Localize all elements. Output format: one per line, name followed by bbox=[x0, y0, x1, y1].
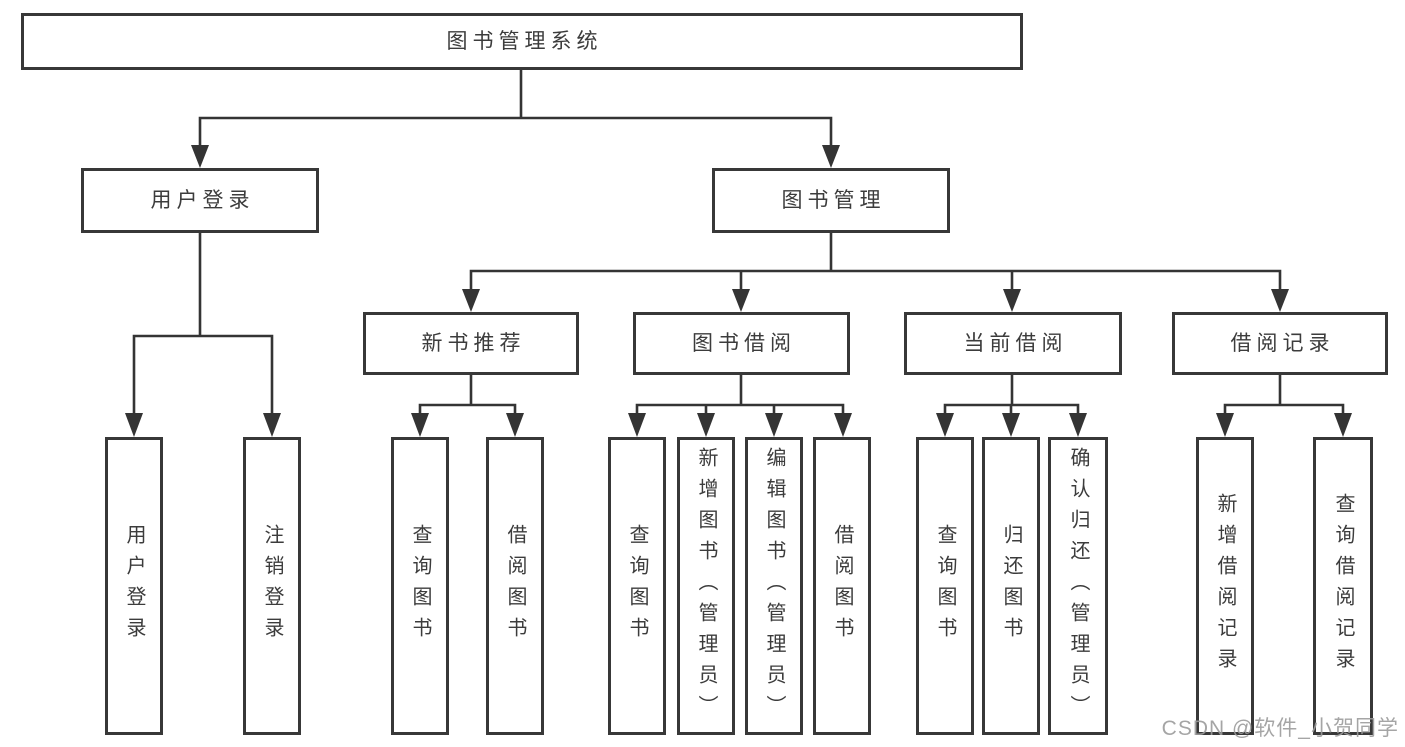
node-cb-query-books-label: 查询图书 bbox=[934, 524, 956, 648]
node-user-login-label: 用户登录 bbox=[150, 189, 255, 212]
node-bb-edit-books: 编辑图书（管理员） bbox=[745, 437, 803, 735]
node-new-book-rec-label: 新书推荐 bbox=[421, 332, 526, 355]
node-leaf-logout-label: 注销登录 bbox=[261, 524, 283, 648]
connector-borrow-records-children bbox=[1216, 375, 1352, 437]
node-leaf-logout: 注销登录 bbox=[243, 437, 301, 735]
node-root: 图书管理系统 bbox=[21, 13, 1023, 70]
node-leaf-user-login-label: 用户登录 bbox=[123, 524, 145, 648]
connector-current-borrow-children bbox=[936, 375, 1087, 437]
node-leaf-user-login: 用户登录 bbox=[105, 437, 163, 735]
connector-book-borrow-children bbox=[628, 375, 852, 437]
node-bb-add-books: 新增图书（管理员） bbox=[677, 437, 735, 735]
connector-root-to-level2 bbox=[191, 70, 840, 168]
node-cb-confirm-return-label: 确认归还（管理员） bbox=[1067, 446, 1089, 726]
node-current-borrow: 当前借阅 bbox=[904, 312, 1122, 375]
node-root-label: 图书管理系统 bbox=[446, 30, 603, 53]
node-nb-query-books: 查询图书 bbox=[391, 437, 449, 735]
csdn-watermark: CSDN @软件_小贺同学 bbox=[1161, 717, 1399, 740]
node-bb-add-books-label: 新增图书（管理员） bbox=[695, 446, 717, 726]
node-book-mgmt-label: 图书管理 bbox=[781, 189, 886, 212]
node-br-add-record-label: 新增借阅记录 bbox=[1214, 493, 1236, 679]
node-book-borrow: 图书借阅 bbox=[633, 312, 850, 375]
node-cb-confirm-return: 确认归还（管理员） bbox=[1048, 437, 1108, 735]
node-cb-query-books: 查询图书 bbox=[916, 437, 974, 735]
node-bb-query-books: 查询图书 bbox=[608, 437, 666, 735]
node-cb-return-books: 归还图书 bbox=[982, 437, 1040, 735]
node-book-mgmt: 图书管理 bbox=[712, 168, 950, 233]
node-nb-borrow-books-label: 借阅图书 bbox=[504, 524, 526, 648]
node-br-query-record-label: 查询借阅记录 bbox=[1332, 493, 1354, 679]
node-bb-borrow-books-label: 借阅图书 bbox=[831, 524, 853, 648]
connector-book-mgmt-children bbox=[462, 233, 1289, 312]
connector-user-login-children bbox=[125, 233, 281, 437]
node-nb-query-books-label: 查询图书 bbox=[409, 524, 431, 648]
connector-new-book-rec-children bbox=[411, 375, 524, 437]
node-cb-return-books-label: 归还图书 bbox=[1000, 524, 1022, 648]
node-borrow-records-label: 借阅记录 bbox=[1230, 332, 1335, 355]
node-br-query-record: 查询借阅记录 bbox=[1313, 437, 1373, 735]
node-borrow-records: 借阅记录 bbox=[1172, 312, 1388, 375]
node-new-book-rec: 新书推荐 bbox=[363, 312, 579, 375]
node-book-borrow-label: 图书借阅 bbox=[692, 332, 796, 355]
node-bb-query-books-label: 查询图书 bbox=[626, 524, 648, 648]
node-bb-borrow-books: 借阅图书 bbox=[813, 437, 871, 735]
node-bb-edit-books-label: 编辑图书（管理员） bbox=[763, 446, 785, 726]
node-br-add-record: 新增借阅记录 bbox=[1196, 437, 1254, 735]
node-user-login: 用户登录 bbox=[81, 168, 319, 233]
node-nb-borrow-books: 借阅图书 bbox=[486, 437, 544, 735]
node-current-borrow-label: 当前借阅 bbox=[963, 332, 1068, 355]
